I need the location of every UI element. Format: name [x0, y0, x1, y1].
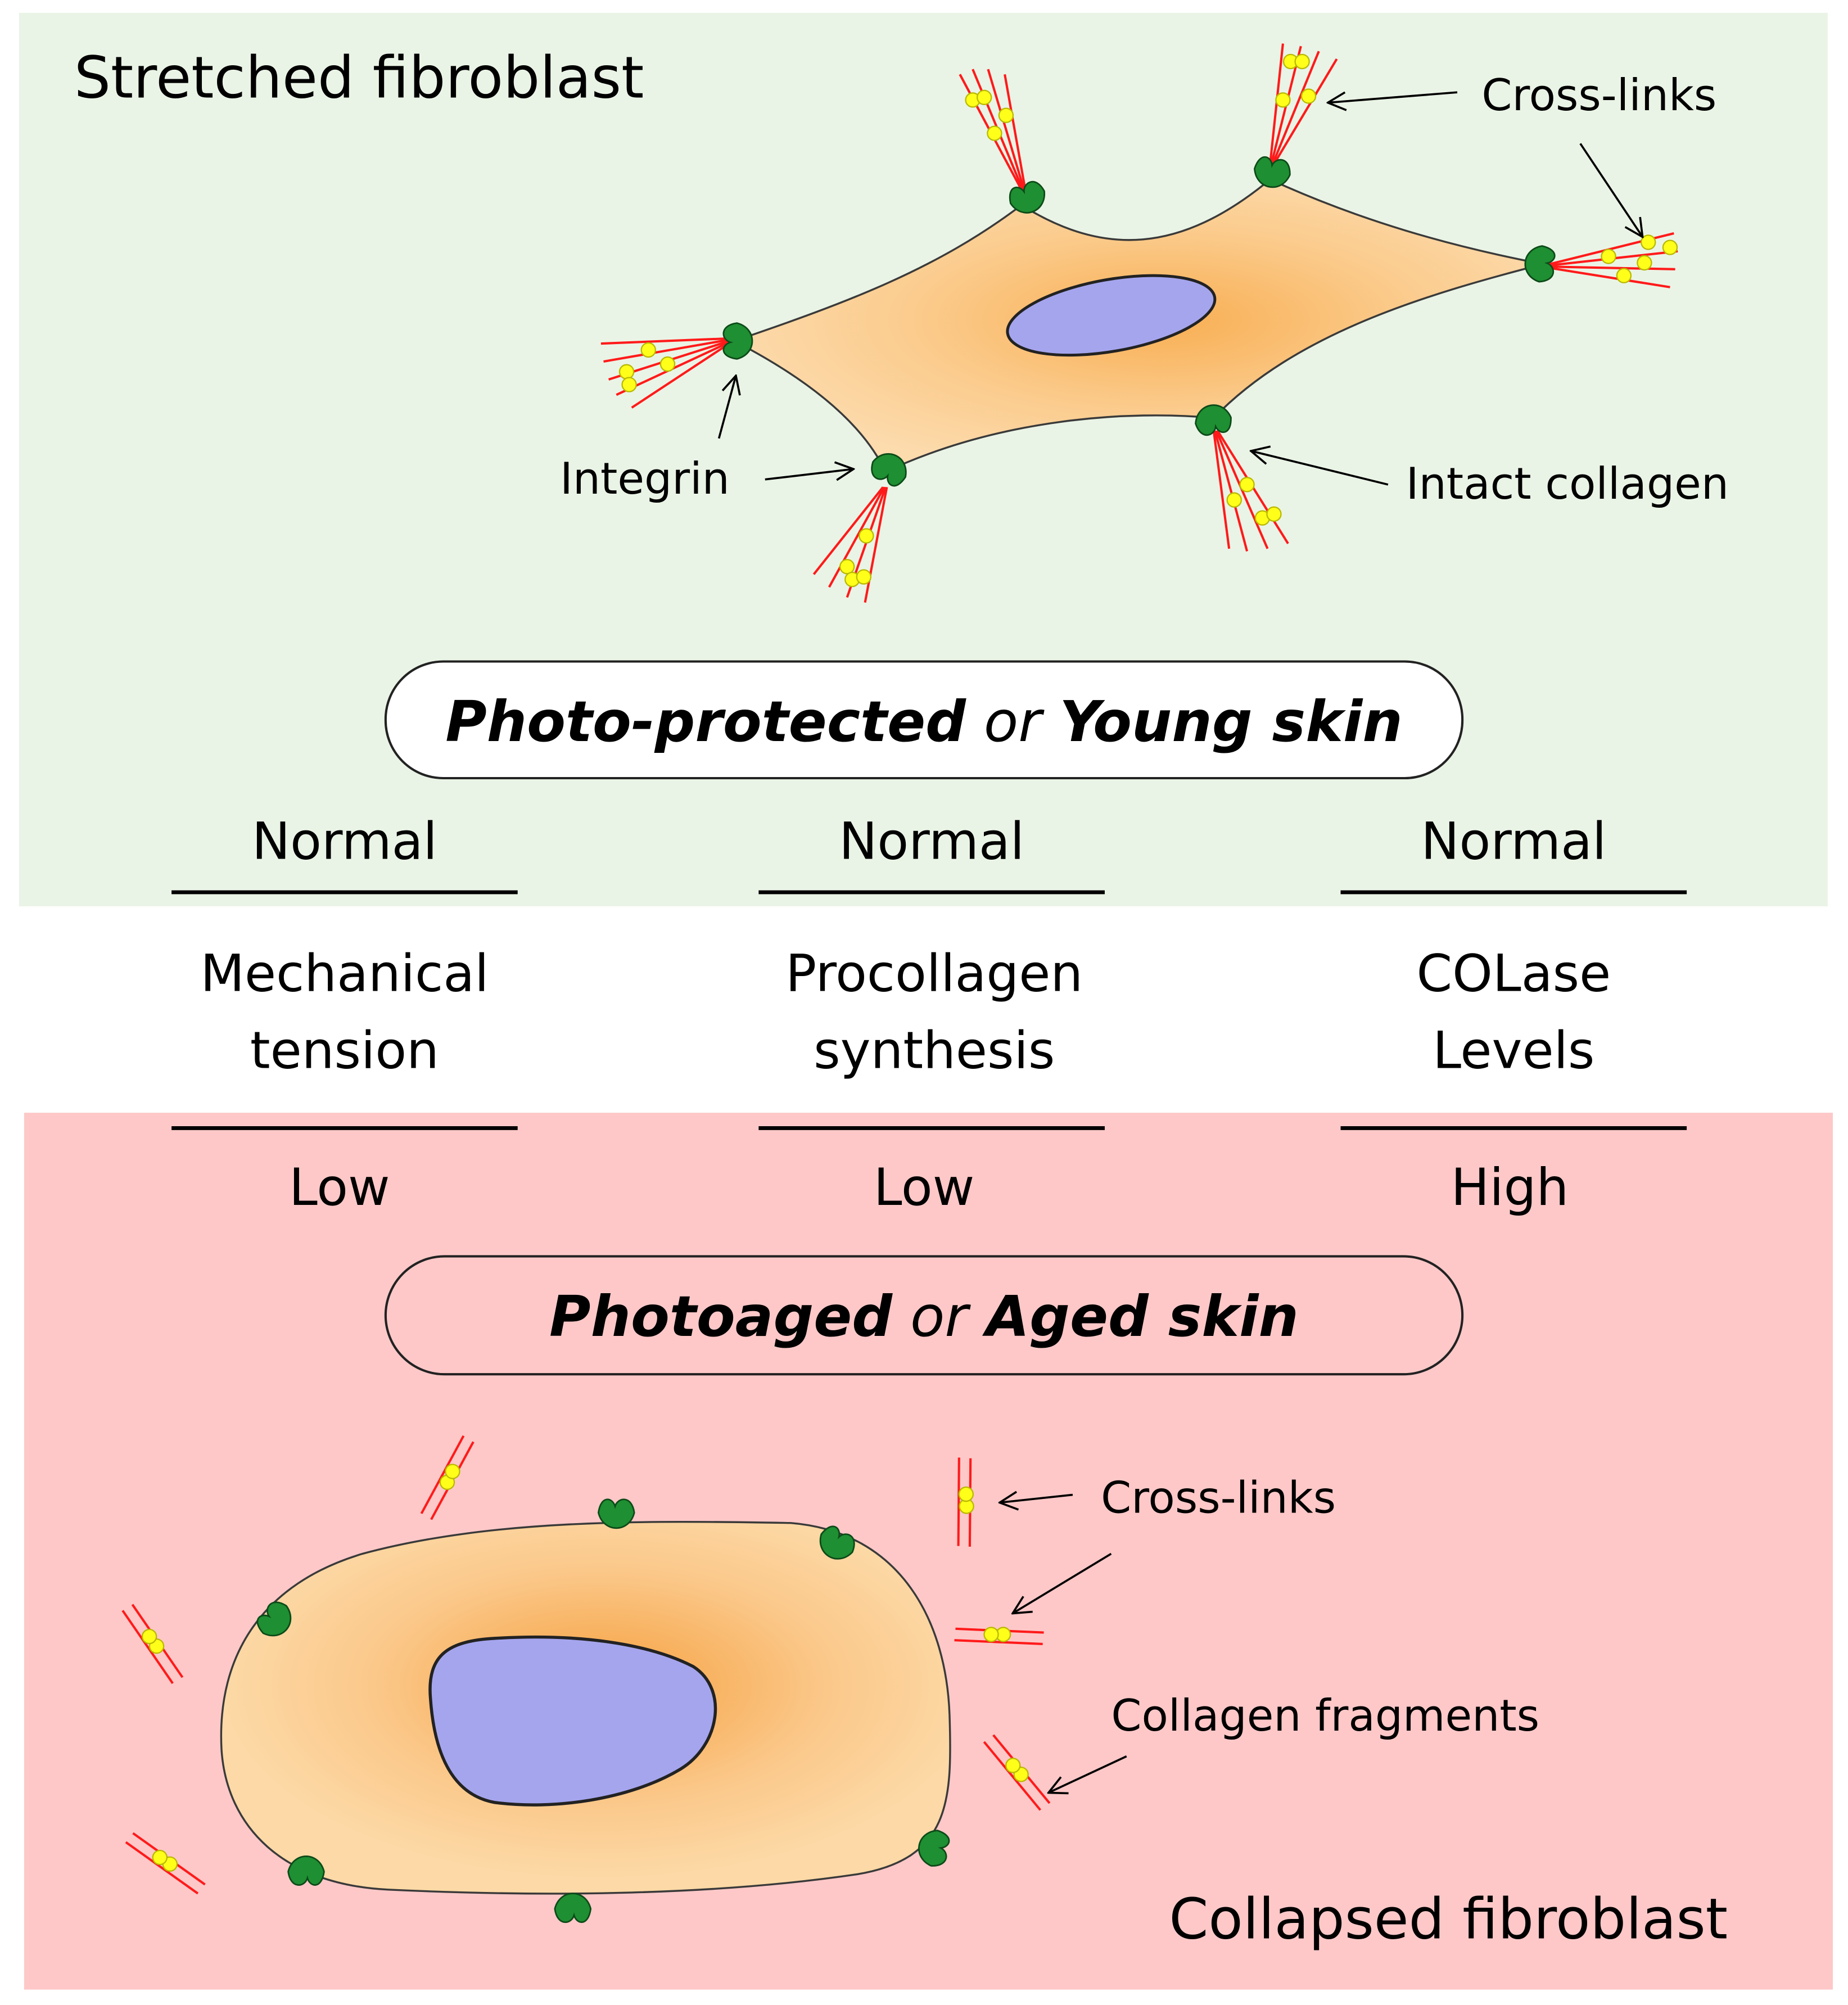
- arrow-crosslinks-bottom-1: [1001, 1495, 1073, 1503]
- crosslinks-top-right: [1275, 53, 1317, 108]
- integrin-icon: [287, 1855, 325, 1886]
- crosslinks-right: [1601, 234, 1678, 283]
- young-skin-label-connector: or: [966, 689, 1059, 755]
- label-colase-levels-line1: COLase: [1416, 943, 1611, 1003]
- young-skin-label-part1: Photo-protected: [445, 689, 966, 755]
- arrow-integrin-2: [765, 469, 852, 479]
- arrow-crosslinks-top-1: [1329, 91, 1458, 102]
- young-skin-label-box: [384, 660, 1464, 780]
- crosslinks-top-left: [965, 89, 1014, 141]
- label-procollagen-synthesis: Procollagen synthesis: [785, 943, 1083, 1080]
- label-crosslinks-top: Cross-links: [1481, 70, 1716, 121]
- label-procollagen-synthesis-line2: synthesis: [814, 1020, 1055, 1080]
- crosslinks-bottom-right: [1226, 477, 1282, 526]
- label-crosslinks-bottom: Cross-links: [1101, 1473, 1336, 1523]
- bottom-value-colase-levels: High: [1451, 1157, 1569, 1217]
- top-value-mechanical-tension: Normal: [252, 811, 437, 871]
- label-procollagen-synthesis-line1: Procollagen: [785, 943, 1083, 1003]
- collapsed-fibroblast: [122, 1433, 1050, 1923]
- crosslinks-left: [618, 342, 676, 392]
- integrin-icon: [722, 322, 753, 360]
- label-mechanical-tension: Mechanical tension: [200, 943, 489, 1080]
- bottom-value-procollagen-synthesis: Low: [874, 1157, 975, 1217]
- arrow-crosslinks-top-2: [1579, 143, 1642, 236]
- crosslinks-bottom-left: [839, 528, 874, 588]
- young-skin-label: Photo-protected or Young skin: [445, 689, 1403, 755]
- aged-skin-label-part1: Photoaged: [549, 1284, 893, 1349]
- label-mechanical-tension-line1: Mechanical: [200, 943, 489, 1003]
- stretched-cell-nucleus: [1006, 274, 1217, 357]
- arrow-integrin-1: [717, 377, 736, 439]
- label-integrin: Integrin: [560, 454, 730, 504]
- label-mechanical-tension-line2: tension: [250, 1020, 439, 1080]
- label-intact-collagen: Intact collagen: [1406, 459, 1729, 509]
- collapsed-cell-nucleus: [428, 1635, 717, 1807]
- comparison-table: Normal Normal Normal Mechanical tension P…: [171, 811, 1687, 1217]
- top-panel-title: Stretched fibroblast: [74, 44, 644, 111]
- bottom-panel-title: Collapsed fibroblast: [1169, 1886, 1728, 1952]
- top-value-colase-levels: Normal: [1421, 811, 1606, 871]
- integrin-icon: [554, 1893, 592, 1923]
- stretched-fibroblast: [600, 43, 1678, 603]
- aged-skin-label-connector: or: [892, 1284, 986, 1349]
- young-skin-label-part2: Young skin: [1059, 689, 1402, 755]
- top-value-procollagen-synthesis: Normal: [839, 811, 1024, 871]
- arrow-collagen-fragments: [1050, 1755, 1127, 1792]
- aged-skin-label-box: [384, 1255, 1464, 1376]
- label-colase-levels-line2: Levels: [1433, 1020, 1594, 1080]
- aged-skin-label-part2: Aged skin: [982, 1284, 1299, 1349]
- arrow-intact-collagen: [1252, 451, 1389, 486]
- aged-skin-label: Photoaged or Aged skin: [549, 1284, 1299, 1349]
- integrin-icon: [597, 1498, 635, 1529]
- arrow-crosslinks-bottom-2: [1014, 1552, 1112, 1613]
- label-collagen-fragments: Collagen fragments: [1111, 1691, 1539, 1741]
- bottom-value-mechanical-tension: Low: [289, 1157, 390, 1217]
